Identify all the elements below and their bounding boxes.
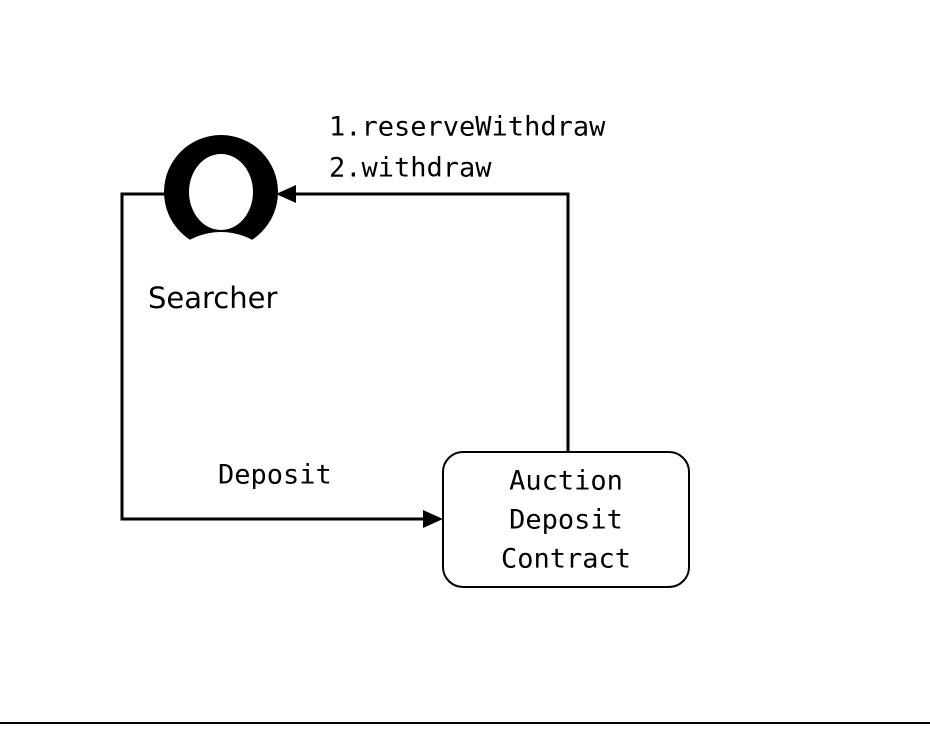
edge-deposit-label: Deposit [218, 460, 332, 491]
edge-withdraw-label-line2: 2.withdraw [329, 153, 492, 184]
node-contract-label-line2: Deposit [509, 505, 623, 536]
person-actor-icon [164, 135, 278, 249]
edge-withdraw-arrowhead-icon [276, 185, 296, 203]
edge-withdraw-path [290, 192, 570, 452]
node-searcher[interactable]: Searcher [148, 135, 278, 315]
node-searcher-label: Searcher [148, 281, 277, 315]
node-auction-deposit-contract[interactable]: Auction Deposit Contract [442, 451, 690, 588]
edge-deposit-arrowhead-icon [423, 510, 443, 528]
edge-deposit-path [120, 192, 429, 521]
edge-withdraw-label-line1: 1.reserveWithdraw [329, 112, 606, 143]
node-auction-deposit-contract-box [442, 451, 690, 588]
edge-deposit: Deposit [120, 192, 443, 528]
node-contract-label-line3: Contract [501, 544, 631, 575]
node-contract-label-line1: Auction [509, 466, 623, 497]
edge-withdraw: 1.reserveWithdraw 2.withdraw [276, 112, 606, 452]
